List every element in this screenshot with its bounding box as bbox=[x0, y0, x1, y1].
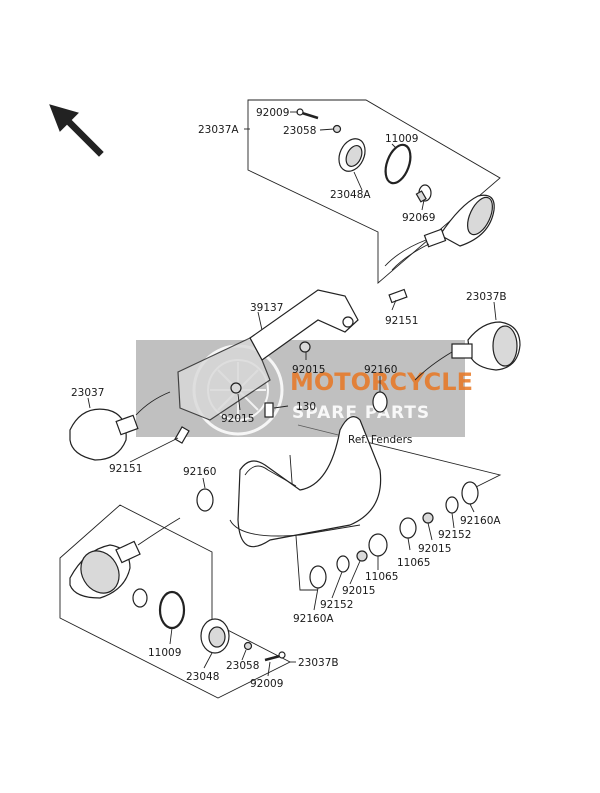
grommet-92160A-r bbox=[461, 481, 479, 505]
lens-23048A bbox=[338, 138, 366, 172]
label-11009-bot: 11009 bbox=[148, 647, 181, 659]
label-130: 130 bbox=[296, 401, 316, 413]
label-23058-bot: 23058 bbox=[226, 660, 259, 672]
washer-92152-b bbox=[336, 555, 350, 573]
grommet-92160A-b bbox=[309, 565, 327, 589]
label-39137: 39137 bbox=[250, 302, 283, 314]
turn-signal-housing-right bbox=[414, 321, 521, 381]
label-92015-d: 92015 bbox=[342, 585, 375, 597]
turn-signal-housing-left bbox=[69, 391, 171, 461]
label-92009-top: 92009 bbox=[256, 107, 289, 119]
grommet-92160-l bbox=[196, 488, 214, 512]
grommet-92160-r bbox=[372, 391, 388, 413]
label-23048A: 23048A bbox=[330, 189, 371, 201]
bracket-39137 bbox=[177, 289, 359, 421]
bolt-130 bbox=[264, 402, 274, 418]
label-23037: 23037 bbox=[71, 387, 104, 399]
engine-guard-frame bbox=[229, 416, 382, 548]
nut-92015-a bbox=[299, 341, 311, 353]
nut-92015-d bbox=[356, 550, 368, 562]
assembly-box-23037B bbox=[59, 504, 291, 699]
label-23037B-top: 23037B bbox=[466, 291, 507, 303]
screw-92009-top bbox=[296, 108, 319, 120]
label-ref-fenders: Ref. Fenders bbox=[348, 434, 412, 446]
label-92015-a: 92015 bbox=[292, 364, 325, 376]
oring-11009-bot bbox=[158, 590, 186, 630]
watermark-line2: SPARE PARTS bbox=[292, 403, 430, 423]
bolt-92151-top bbox=[388, 288, 408, 304]
washer-92152-r bbox=[445, 496, 459, 514]
oring-11009-top bbox=[384, 143, 412, 185]
label-11065-a: 11065 bbox=[397, 557, 430, 569]
cap-11065-b bbox=[368, 533, 388, 557]
label-92160A-bottom: 92160A bbox=[293, 613, 334, 625]
label-92151-top: 92151 bbox=[385, 315, 418, 327]
front-direction-arrow-icon bbox=[49, 104, 104, 157]
watermark-line1: MOTORCYCLE bbox=[290, 368, 473, 396]
label-92152-bottom: 92152 bbox=[320, 599, 353, 611]
nut-23058-top bbox=[332, 124, 342, 134]
label-92151-bl: 92151 bbox=[109, 463, 142, 475]
label-92160-right: 92160 bbox=[364, 364, 397, 376]
assembly-box-23037A bbox=[247, 99, 501, 284]
label-11065-b: 11065 bbox=[365, 571, 398, 583]
watermark: MOTORCYCLE SPARE PARTS bbox=[136, 340, 473, 437]
label-23058-top: 23058 bbox=[283, 125, 316, 137]
label-23037A: 23037A bbox=[198, 124, 239, 136]
leader-lines bbox=[87, 111, 497, 677]
label-23048: 23048 bbox=[186, 671, 219, 683]
nut-23058-bot bbox=[243, 641, 253, 651]
label-92160-left: 92160 bbox=[183, 466, 216, 478]
label-92069: 92069 bbox=[402, 212, 435, 224]
label-92015-c: 92015 bbox=[418, 543, 451, 555]
bulb-bottom bbox=[132, 588, 148, 608]
label-11009-top: 11009 bbox=[385, 133, 418, 145]
cap-11065-a bbox=[399, 517, 417, 539]
label-92009-bot: 92009 bbox=[250, 678, 283, 690]
bolt-92151-bl bbox=[174, 426, 190, 444]
label-92160A-right: 92160A bbox=[460, 515, 501, 527]
turn-signal-housing-top bbox=[384, 194, 495, 271]
label-23037B-bot: 23037B bbox=[298, 657, 339, 669]
label-92152-right: 92152 bbox=[438, 529, 471, 541]
turn-signal-housing-bottom bbox=[69, 517, 181, 599]
nut-92015-b bbox=[230, 382, 242, 394]
label-92015-b: 92015 bbox=[221, 413, 254, 425]
nut-92015-c bbox=[422, 512, 434, 524]
bulb-92069 bbox=[415, 184, 432, 203]
lens-23048 bbox=[200, 618, 230, 654]
screw-92009-bot bbox=[264, 651, 286, 662]
